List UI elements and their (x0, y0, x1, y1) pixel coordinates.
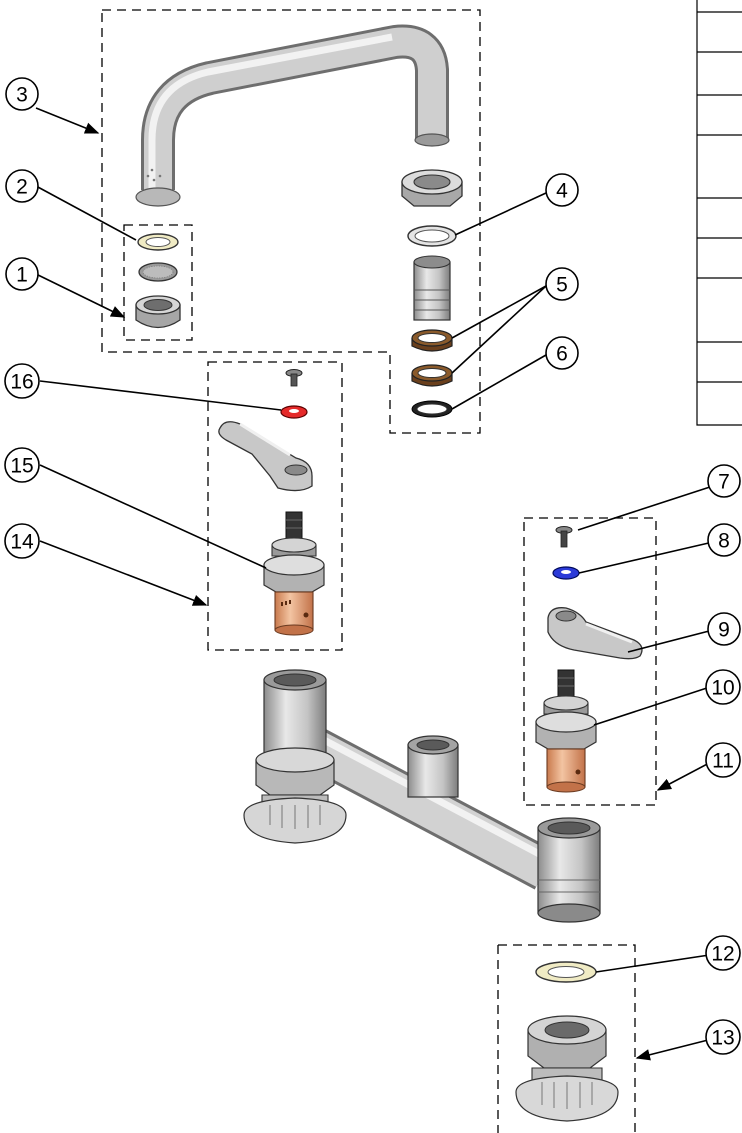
aerator-housing (135, 295, 181, 329)
callout-2-label: 2 (16, 176, 28, 199)
right-index-button-blue (552, 566, 580, 580)
callout-12: 12 (705, 935, 741, 971)
callout-1-label: 1 (16, 264, 28, 287)
left-handle-kit-boundary (207, 361, 343, 651)
callout-9: 9 (707, 612, 741, 646)
callout-11-label: 11 (712, 750, 734, 773)
o-ring-lower (411, 364, 453, 387)
leader-lines (35, 107, 717, 1061)
flange-washer (535, 961, 597, 983)
callout-10-label: 10 (711, 677, 734, 700)
flange-nut (515, 1015, 619, 1122)
callout-6: 6 (545, 336, 579, 370)
aerator-washer (137, 233, 179, 251)
o-ring-upper (411, 329, 453, 352)
spout-insert (413, 255, 451, 321)
right-handle-kit-boundary (523, 517, 657, 806)
callout-3-label: 3 (16, 84, 28, 107)
left-cartridge (263, 511, 325, 636)
right-handle-screw (555, 526, 573, 548)
aerator-screen (138, 262, 178, 282)
callout-15: 15 (4, 447, 40, 483)
callout-4: 4 (545, 173, 579, 207)
callout-6-label: 6 (556, 343, 568, 366)
callout-15-label: 15 (10, 455, 33, 478)
spout-washer (407, 225, 457, 247)
callout-12-label: 12 (711, 943, 734, 966)
callout-3: 3 (5, 77, 39, 111)
callout-5: 5 (545, 267, 579, 301)
left-index-button-red (280, 405, 308, 419)
right-cartridge (535, 669, 597, 793)
callout-9-label: 9 (718, 619, 730, 642)
callout-8-label: 8 (718, 530, 730, 553)
callout-5-label: 5 (556, 274, 568, 297)
left-lever-handle (218, 421, 313, 492)
callout-2: 2 (5, 169, 39, 203)
right-lever-handle (547, 607, 643, 660)
callout-14-label: 14 (10, 531, 34, 554)
left-handle-screw (285, 369, 303, 387)
spout-kit-boundary (101, 9, 481, 434)
faucet-body (243, 669, 601, 923)
callout-4-label: 4 (556, 180, 568, 203)
callout-16: 16 (4, 363, 40, 399)
callout-1: 1 (5, 257, 39, 291)
callout-13-label: 13 (711, 1027, 734, 1050)
callout-8: 8 (707, 523, 741, 557)
callout-11: 11 (705, 742, 741, 778)
spout-nut (401, 169, 463, 207)
aerator-boundary (123, 224, 193, 341)
callout-7-label: 7 (718, 471, 730, 494)
callout-10: 10 (705, 669, 741, 705)
parts-table (696, 0, 742, 426)
callout-7: 7 (707, 464, 741, 498)
retaining-ring (411, 400, 453, 418)
flange-kit-boundary (497, 944, 636, 1133)
callout-14: 14 (4, 523, 40, 559)
callout-13: 13 (705, 1019, 741, 1055)
callout-16-label: 16 (10, 371, 33, 394)
spout-tube (135, 24, 450, 207)
